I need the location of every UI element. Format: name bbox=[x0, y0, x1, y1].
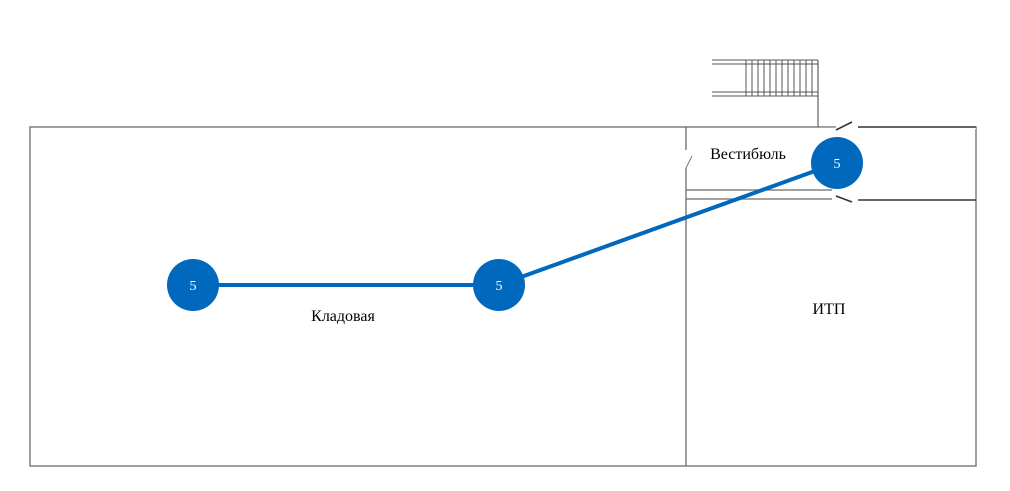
entrance-door-bottom bbox=[835, 195, 853, 203]
route-segment bbox=[498, 161, 838, 287]
room-label-storage: Кладовая bbox=[311, 308, 375, 325]
room-label-vestibule: Вестибюль bbox=[710, 146, 786, 163]
entrance-door-top bbox=[835, 121, 853, 131]
route-node[interactable]: 5 bbox=[167, 259, 219, 311]
node-label: 5 bbox=[496, 279, 503, 294]
building-outline bbox=[29, 126, 977, 467]
room-label-itp: ИТП bbox=[813, 301, 846, 318]
node-label: 5 bbox=[834, 157, 841, 172]
route-node[interactable]: 5 bbox=[473, 259, 525, 311]
door-leaf-vestibule bbox=[685, 155, 693, 169]
node-circle bbox=[167, 259, 219, 311]
staircase bbox=[712, 59, 819, 127]
node-circle bbox=[811, 137, 863, 189]
node-circle bbox=[473, 259, 525, 311]
node-label: 5 bbox=[190, 279, 197, 294]
route-node[interactable]: 5 bbox=[811, 137, 863, 189]
